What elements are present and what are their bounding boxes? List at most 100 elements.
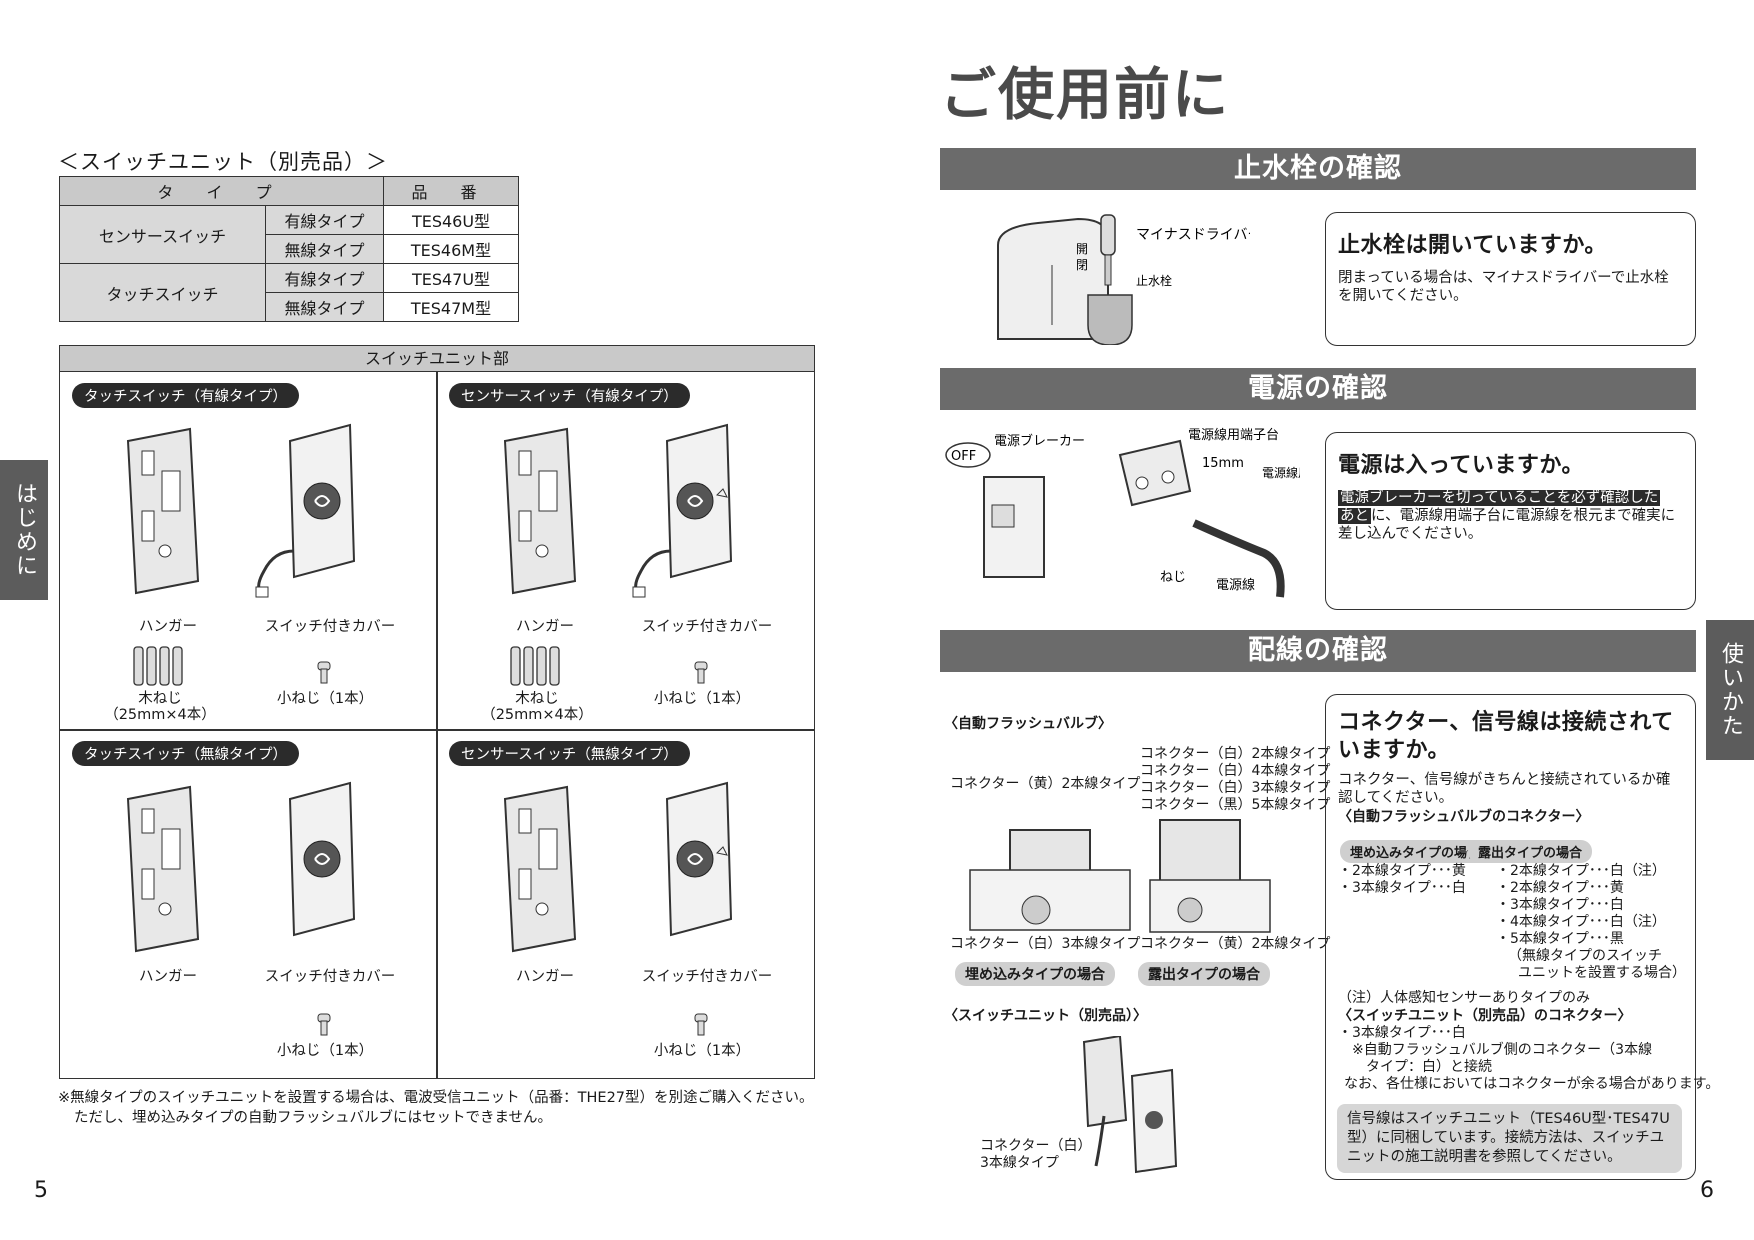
wiring-box: コネクター、信号線は接続されていますか。 コネクター、信号線がきちんと接続されて… bbox=[1325, 694, 1696, 1180]
table-row: 無線タイプ TES47M型 bbox=[60, 292, 519, 322]
side-tab-right: 使いかた bbox=[1706, 620, 1754, 760]
exposed-item: ・5本線タイプ･･･黒 bbox=[1496, 931, 1624, 947]
screwdriver-icon bbox=[1100, 214, 1116, 286]
exposed-item: ・3本線タイプ･･･白 bbox=[1496, 897, 1624, 913]
note-text: （注）人体感知センサーありタイプのみ bbox=[1338, 990, 1590, 1006]
small-screw-icon bbox=[317, 661, 331, 684]
unit-box-title: スイッチユニット部 bbox=[60, 346, 814, 372]
table-cell-part: TES46U型 bbox=[383, 205, 519, 235]
off-badge bbox=[945, 442, 991, 468]
stop-valve-icon bbox=[1087, 294, 1133, 345]
switch-cover-icon bbox=[288, 781, 356, 937]
power-wire-icon bbox=[1192, 519, 1285, 598]
page-title: ご使用前に bbox=[940, 63, 1230, 128]
small-screw-label: 小ねじ（1本） bbox=[276, 1043, 374, 1059]
table-cell-sub: 無線タイプ bbox=[265, 292, 384, 322]
hanger-icon bbox=[503, 785, 577, 953]
page-number-left: 5 bbox=[34, 1178, 48, 1203]
switch-cover-icon bbox=[255, 423, 356, 598]
exposed-item: （無線タイプのスイッチ bbox=[1508, 948, 1662, 964]
power-warning-highlight: あと bbox=[1338, 508, 1371, 524]
switch-connector-item: タイプ：白）と接続 bbox=[1366, 1059, 1492, 1075]
exposed-item: ・2本線タイプ･･･白（注） bbox=[1496, 863, 1666, 879]
power-body: 電源ブレーカーを切っていることを必ず確認した あとに、電源線用端子台に電源線を根… bbox=[1338, 489, 1683, 543]
hanger-label: ハンガー bbox=[516, 969, 574, 985]
table-cell-sub: 無線タイプ bbox=[265, 234, 384, 264]
valve-title: 〈自動フラッシュバルブ〉 bbox=[944, 716, 1112, 732]
embed-pill: 埋め込みタイプの場合 bbox=[1340, 840, 1491, 863]
section-bar-wiring: 配線の確認 bbox=[940, 630, 1696, 672]
switch-connector-title: 〈スイッチユニット（別売品）のコネクター〉 bbox=[1338, 1008, 1632, 1024]
switch-conn-1: コネクター（白） bbox=[980, 1138, 1092, 1154]
switch-connector-item: ※自動フラッシュバルブ側のコネクター（3本線 bbox=[1352, 1042, 1653, 1058]
power-body-rest: に、電源線用端子台に電源線を根元まで確実に差し込んでください。 bbox=[1338, 508, 1676, 542]
cover-label: スイッチ付きカバー bbox=[264, 969, 396, 985]
table-cell-sub: 有線タイプ bbox=[265, 205, 384, 235]
small-screw-label: 小ねじ（1本） bbox=[276, 691, 374, 707]
unit-cell-touch-wireless: タッチスイッチ（無線タイプ） ハンガー スイッチ付きカバー 小ねじ（1本） bbox=[60, 731, 436, 1087]
unit-cell-sensor-wired: センサースイッチ（有線タイプ） ハンガー スイッチ付きカバー bbox=[437, 373, 813, 729]
table-cell-category: タッチスイッチ bbox=[59, 263, 266, 322]
15mm-label: 15mm bbox=[1202, 456, 1244, 471]
hanger-icon bbox=[126, 785, 200, 953]
switch-cover-icon bbox=[1130, 1068, 1178, 1174]
exposed-list: ・2本線タイプ･･･白（注） ・2本線タイプ･･･黄 ・3本線タイプ･･･白 ・… bbox=[1496, 863, 1686, 982]
switch-cover-icon bbox=[632, 423, 733, 598]
embed-item: ・2本線タイプ･･･黄 bbox=[1338, 863, 1466, 879]
conn-list-item: コネクター（白）3本線タイプ bbox=[1140, 780, 1331, 796]
small-screw-label: 小ねじ（1本） bbox=[653, 691, 751, 707]
footnote-line: ※無線タイプのスイッチユニットを設置する場合は、電波受信ユニット（品番：THE2… bbox=[58, 1090, 814, 1106]
side-tab-left: はじめに bbox=[0, 460, 48, 600]
water-valve-heading: 止水栓は開いていますか。 bbox=[1338, 233, 1607, 258]
switch-type-table: タ イ プ 品 番 センサースイッチ 有線タイプ TES46U型 無線タイプ T… bbox=[59, 176, 519, 322]
wood-screw-label: 木ねじ bbox=[138, 691, 182, 707]
clamp-label: 電源線用 クランプ bbox=[1262, 465, 1300, 480]
cover-label: スイッチ付きカバー bbox=[264, 619, 396, 635]
breaker-icon bbox=[983, 476, 1045, 578]
hanger-icon bbox=[1082, 1036, 1128, 1128]
flush-valve-illustration bbox=[969, 819, 1271, 933]
wood-screw-qty: （25mm×4本） bbox=[104, 707, 216, 723]
table-cell-part: TES46M型 bbox=[383, 234, 519, 264]
table-row: タッチスイッチ 有線タイプ TES47U型 bbox=[59, 263, 519, 322]
cover-label: スイッチ付きカバー bbox=[641, 619, 773, 635]
unit-cell-sensor-wireless: センサースイッチ（無線タイプ） ハンガー スイッチ付きカバー 小ねじ（1本） bbox=[437, 731, 813, 1087]
conn-list-item: コネクター（白）2本線タイプ bbox=[1140, 746, 1331, 762]
conn-list-item: コネクター（黒）5本線タイプ bbox=[1140, 797, 1331, 813]
wood-screw-icon bbox=[510, 646, 560, 686]
small-screw-icon bbox=[694, 1013, 708, 1036]
hanger-cover-illustration bbox=[503, 423, 733, 598]
terminal-label: 電源線用端子台 bbox=[1188, 427, 1279, 443]
cell-title: タッチスイッチ（有線タイプ） bbox=[72, 383, 299, 408]
small-screw-label: 小ねじ（1本） bbox=[653, 1043, 751, 1059]
valve-connector-title: 〈自動フラッシュバルブのコネクター〉 bbox=[1338, 809, 1590, 825]
conn-white-3: コネクター（白）3本線タイプ bbox=[950, 936, 1141, 952]
switch-unit-illustration bbox=[1082, 1036, 1178, 1174]
exposed-pill: 露出タイプの場合 bbox=[1468, 840, 1593, 863]
switch-unit-title: ＜スイッチユニット（別売品）＞ bbox=[58, 150, 388, 174]
wood-screw-icon bbox=[133, 646, 183, 686]
signal-wire-note: 信号線はスイッチユニット（TES46U型･TES47U型）に同梱しています。接続… bbox=[1337, 1104, 1682, 1173]
small-screw-icon bbox=[694, 661, 708, 684]
page-number-right: 6 bbox=[1700, 1178, 1714, 1203]
exposed-item: ユニットを設置する場合） bbox=[1518, 965, 1686, 981]
table-cell-category: センサースイッチ bbox=[59, 205, 266, 264]
power-heading: 電源は入っていますか。 bbox=[1338, 453, 1584, 478]
exposed-item: ・2本線タイプ･･･黄 bbox=[1496, 880, 1624, 896]
embed-list: ・2本線タイプ･･･黄 ・3本線タイプ･･･白 bbox=[1338, 863, 1466, 897]
power-box: 電源は入っていますか。 電源ブレーカーを切っていることを必ず確認した あとに、電… bbox=[1325, 432, 1696, 610]
switch-connector-list: ・3本線タイプ･･･白 ※自動フラッシュバルブ側のコネクター（3本線 タイプ：白… bbox=[1338, 1025, 1719, 1093]
table-cell-part: TES47M型 bbox=[383, 292, 519, 322]
driver-label: マイナスドライバー bbox=[1136, 227, 1250, 243]
divider bbox=[60, 729, 814, 731]
embed-type-pill: 埋め込みタイプの場合 bbox=[955, 962, 1115, 986]
wiring-intro: コネクター、信号線がきちんと接続されているか確認してください。 bbox=[1338, 772, 1671, 806]
footnote: ※無線タイプのスイッチユニットを設置する場合は、電波受信ユニット（品番：THE2… bbox=[58, 1088, 814, 1128]
connector-wire bbox=[1094, 1115, 1106, 1167]
close-label: 閉 bbox=[1076, 258, 1088, 272]
exposed-valve-icon bbox=[1149, 819, 1271, 933]
embedded-valve-icon bbox=[969, 829, 1131, 931]
switch-conn-2: 3本線タイプ bbox=[980, 1155, 1059, 1171]
footnote-line: ただし、埋め込みタイプの自動フラッシュバルブにはセットできません。 bbox=[74, 1110, 553, 1126]
exposed-type-pill: 露出タイプの場合 bbox=[1138, 962, 1270, 986]
